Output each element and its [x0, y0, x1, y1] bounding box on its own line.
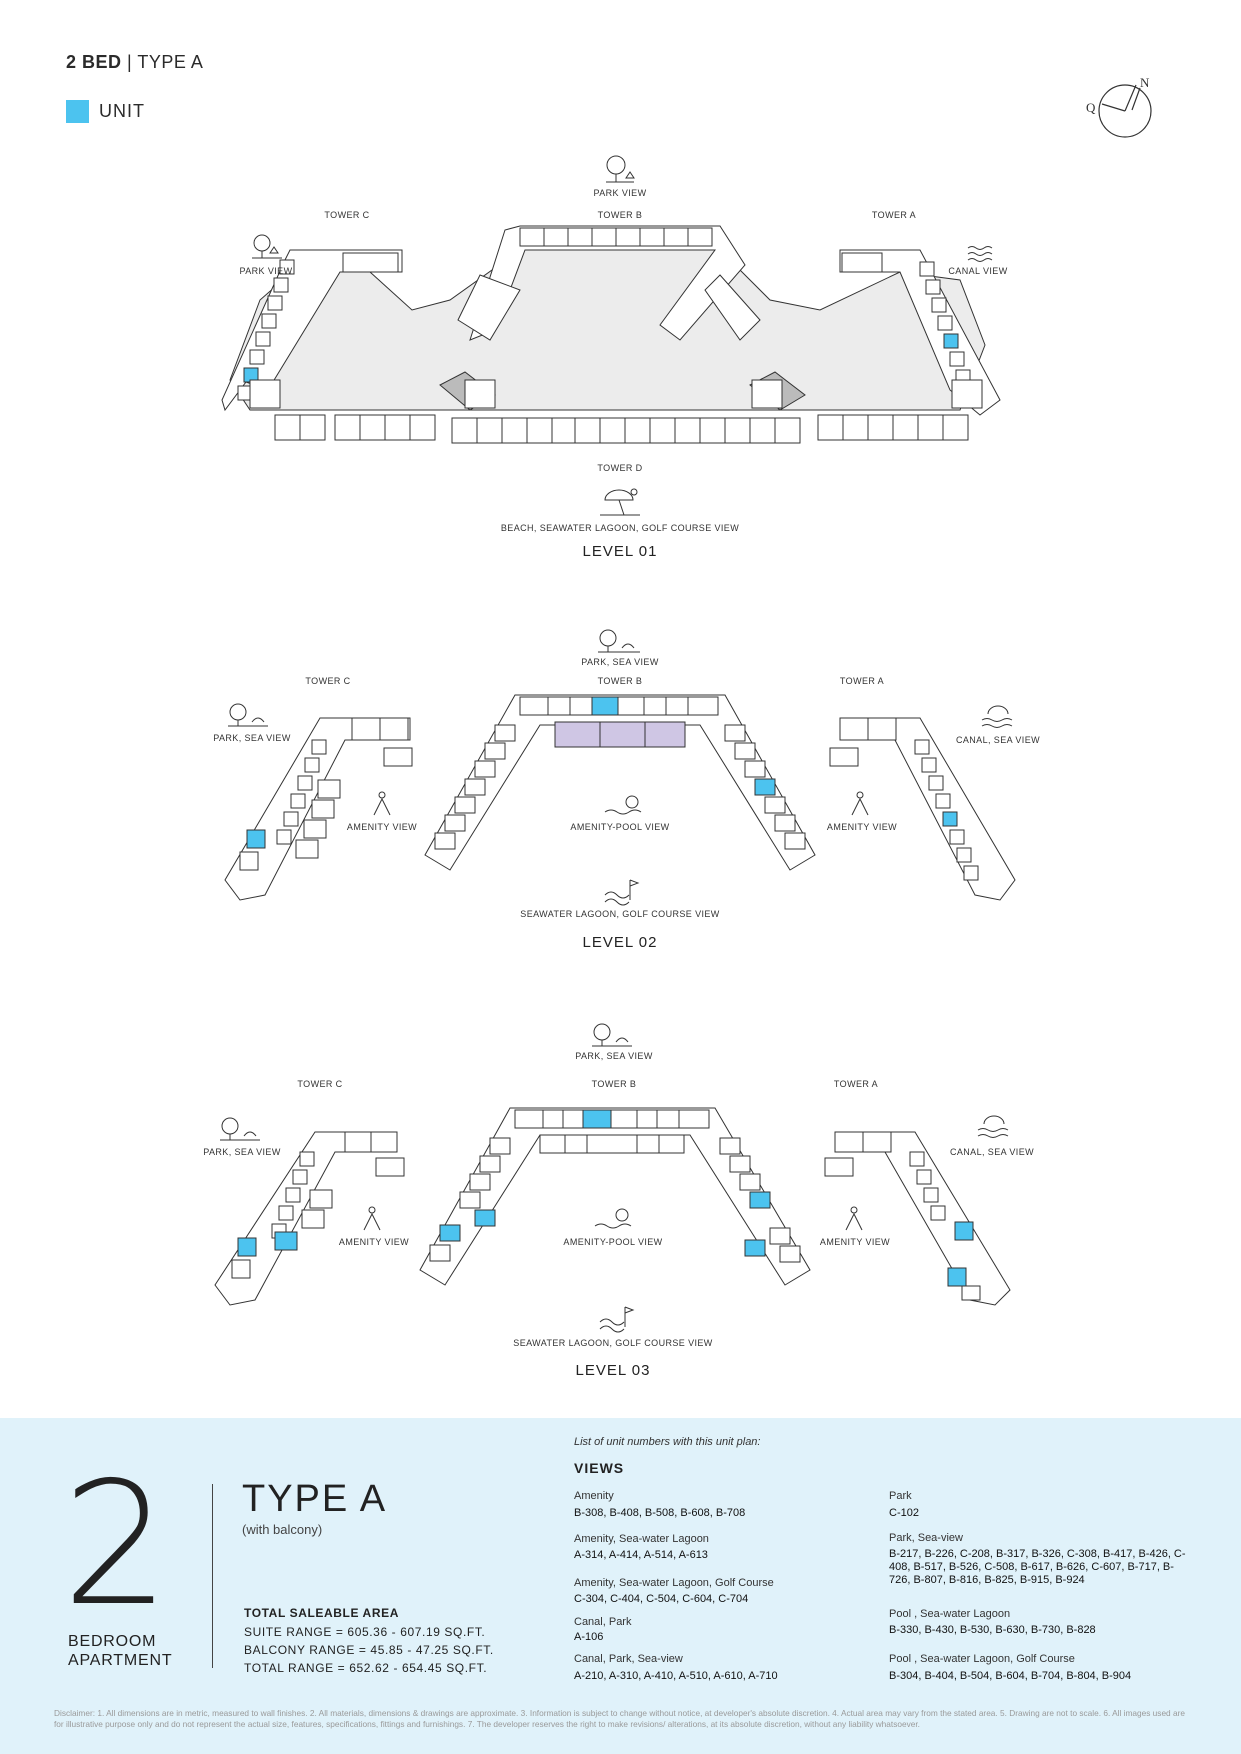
bedroom-label-line2: APARTMENT [68, 1652, 173, 1669]
plan-title-sep: | [121, 52, 138, 72]
plan-title-type: TYPE A [137, 52, 204, 72]
area-title: TOTAL SALEABLE AREA [244, 1606, 399, 1620]
tree-icon [220, 1117, 260, 1141]
bedroom-count: 2 [62, 1446, 171, 1644]
view-category: Amenity, Sea-water Lagoon, Golf Course [574, 1577, 774, 1589]
list-heading: List of unit numbers with this unit plan… [574, 1436, 761, 1448]
bedroom-label: BEDROOM APARTMENT [68, 1632, 172, 1670]
level-01-plan [221, 155, 1001, 516]
view-units: C-102 [889, 1507, 919, 1519]
compass-icon: N Q [1086, 75, 1152, 138]
l3-top-view: PARK, SEA VIEW [575, 1051, 653, 1061]
l2-amenity-left: AMENITY VIEW [346, 822, 418, 832]
l3-amenity-right: AMENITY VIEW [819, 1237, 891, 1247]
tree-icon [592, 1023, 632, 1047]
l3-tower-c: TOWER C [297, 1079, 343, 1089]
total-range: TOTAL RANGE = 652.62 - 654.45 SQ.FT. [244, 1661, 488, 1675]
l1-left-view: PARK VIEW [239, 266, 293, 276]
l1-bottom-view: BEACH, SEAWATER LAGOON, GOLF COURSE VIEW [500, 523, 740, 533]
level-03-title: LEVEL 03 [575, 1362, 651, 1379]
unit-variant: (with balcony) [242, 1522, 323, 1537]
view-category: Pool , Sea-water Lagoon, Golf Course [889, 1653, 1075, 1665]
bedroom-label-line1: BEDROOM [68, 1633, 157, 1650]
view-category: Park [889, 1490, 912, 1502]
balcony-range: BALCONY RANGE = 45.85 - 47.25 SQ.FT. [244, 1643, 494, 1657]
pool-icon [604, 795, 642, 815]
l1-right-view: CANAL VIEW [948, 266, 1008, 276]
tree-icon [606, 155, 635, 183]
l3-bottom-view: SEAWATER LAGOON, GOLF COURSE VIEW [513, 1338, 713, 1348]
sea-icon [977, 1115, 1009, 1138]
unit-legend: UNIT [66, 100, 145, 123]
sea-icon [981, 705, 1013, 728]
l1-top-view: PARK VIEW [593, 188, 647, 198]
lagoon-icon [599, 1306, 635, 1333]
l2-tower-c: TOWER C [305, 676, 351, 686]
canal-icon [967, 246, 993, 262]
l2-pool-view: AMENITY-POOL VIEW [570, 822, 670, 832]
view-category: Canal, Park, Sea-view [574, 1653, 683, 1665]
l2-tower-a: TOWER A [839, 676, 885, 686]
amenity-icon [373, 791, 391, 816]
view-units: B-304, B-404, B-504, B-604, B-704, B-804… [889, 1670, 1132, 1682]
view-units: B-330, B-430, B-530, B-630, B-730, B-828 [889, 1624, 1096, 1636]
view-category: Park, Sea-view [889, 1532, 963, 1544]
compass-north: N [1140, 75, 1150, 90]
l3-tower-b: TOWER B [591, 1079, 637, 1089]
l1-tower-a: TOWER A [871, 210, 917, 220]
pool-icon [594, 1208, 632, 1229]
views-heading: VIEWS [574, 1460, 625, 1476]
lagoon-icon [604, 879, 640, 906]
legend-label: UNIT [99, 101, 145, 121]
tree-icon [252, 234, 282, 259]
view-units: B-308, B-408, B-508, B-608, B-708 [574, 1507, 746, 1519]
view-units: B-217, B-226, C-208, B-317, B-326, C-308… [889, 1548, 1186, 1586]
amenity-icon [851, 791, 869, 816]
tree-icon [228, 703, 268, 727]
level-01-title: LEVEL 01 [582, 543, 658, 560]
view-units: A-106 [574, 1631, 604, 1643]
view-category: Pool , Sea-water Lagoon [889, 1608, 1011, 1620]
l2-amenity-right: AMENITY VIEW [826, 822, 898, 832]
amenity-icon [845, 1206, 863, 1231]
compass-q: Q [1086, 100, 1096, 115]
l2-top-view: PARK, SEA VIEW [581, 657, 659, 667]
level-03-plan [214, 1023, 1011, 1333]
l3-left-view: PARK, SEA VIEW [203, 1147, 281, 1157]
l2-bottom-view: SEAWATER LAGOON, GOLF COURSE VIEW [520, 909, 720, 919]
l2-right-view: CANAL, SEA VIEW [955, 735, 1041, 745]
l3-right-view: CANAL, SEA VIEW [949, 1147, 1035, 1157]
view-units: A-314, A-414, A-514, A-613 [574, 1549, 708, 1561]
l2-left-view: PARK, SEA VIEW [213, 733, 291, 743]
divider [212, 1484, 213, 1668]
legend-swatch [66, 100, 89, 123]
tree-icon [598, 629, 640, 653]
disclaimer: Disclaimer: 1. All dimensions are in met… [54, 1708, 1185, 1729]
l3-pool-view: AMENITY-POOL VIEW [563, 1237, 663, 1247]
view-category: Amenity, Sea-water Lagoon [574, 1533, 709, 1545]
amenity-icon [363, 1206, 381, 1231]
view-category: Canal, Park [574, 1616, 632, 1628]
l3-tower-a: TOWER A [833, 1079, 879, 1089]
l1-tower-b: TOWER B [597, 210, 643, 220]
l1-tower-c: TOWER C [324, 210, 370, 220]
unit-type: TYPE A [242, 1478, 388, 1520]
beach-umbrella-icon [600, 488, 640, 516]
view-category: Amenity [574, 1490, 614, 1502]
l2-tower-b: TOWER B [597, 676, 643, 686]
plan-title: 2 BED | TYPE A [66, 52, 203, 73]
level-02-plan [224, 629, 1016, 906]
plan-title-bed: 2 BED [66, 52, 122, 72]
view-units: A-210, A-310, A-410, A-510, A-610, A-710 [574, 1670, 778, 1682]
summary-panel [0, 1418, 1241, 1754]
l3-amenity-left: AMENITY VIEW [338, 1237, 410, 1247]
suite-range: SUITE RANGE = 605.36 - 607.19 SQ.FT. [244, 1625, 486, 1639]
l1-tower-d: TOWER D [597, 463, 643, 473]
view-units: C-304, C-404, C-504, C-604, C-704 [574, 1593, 749, 1605]
level-02-title: LEVEL 02 [582, 934, 658, 951]
